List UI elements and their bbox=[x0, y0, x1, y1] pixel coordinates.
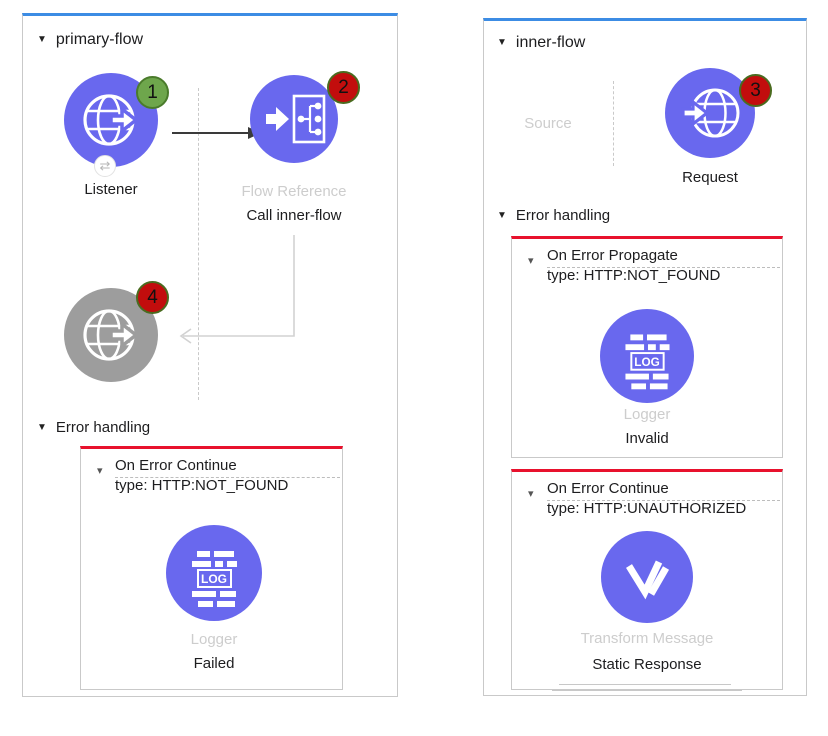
logger-name-caption: Failed bbox=[193, 655, 235, 672]
flow-header-primary: ▼ primary-flow bbox=[37, 31, 143, 49]
source-process-divider bbox=[613, 81, 614, 166]
logger-node[interactable]: LOG bbox=[600, 309, 694, 403]
logger-icon: LOG bbox=[625, 334, 670, 390]
listener-caption: Listener bbox=[84, 181, 138, 198]
flow-reference-name-caption: Call inner-flow bbox=[246, 207, 342, 224]
sequence-badge-2: 2 bbox=[327, 71, 360, 104]
transform-name-caption: Static Response bbox=[592, 656, 702, 673]
sequence-badge-4: 4 bbox=[136, 281, 169, 314]
disclosure-triangle-icon[interactable]: ▾ bbox=[97, 465, 103, 477]
exchange-icon: ⇄ bbox=[99, 158, 111, 173]
error-scope-name: On Error Continue bbox=[115, 457, 237, 474]
logger-type-caption: Logger bbox=[623, 406, 671, 423]
error-scope-type: type: HTTP:UNAUTHORIZED bbox=[547, 500, 747, 517]
sequence-badge-3: 3 bbox=[739, 74, 772, 107]
svg-text:LOG: LOG bbox=[634, 356, 659, 369]
logger-node[interactable]: LOG bbox=[166, 525, 262, 621]
message-flow-arrow-icon bbox=[172, 127, 261, 139]
source-placeholder-label: Source bbox=[524, 115, 572, 132]
error-scope-title: On Error Continue type: HTTP:UNAUTHORIZE… bbox=[547, 479, 746, 519]
transform-message-node[interactable] bbox=[601, 531, 693, 623]
http-globe-icon bbox=[83, 309, 139, 361]
exchange-bubble: ⇄ bbox=[94, 155, 116, 177]
disclosure-triangle-icon[interactable]: ▼ bbox=[37, 34, 47, 45]
transform-message-icon bbox=[626, 560, 670, 600]
error-handling-header-primary: ▼ Error handling bbox=[37, 419, 150, 436]
badge-number: 3 bbox=[750, 79, 761, 101]
flow-panel-primary[interactable]: ▼ primary-flow 1 ⇄ Listener bbox=[22, 13, 398, 697]
return-connector-icon bbox=[179, 235, 295, 344]
logger-name-caption: Invalid bbox=[625, 430, 669, 447]
title-dashed-underline bbox=[547, 500, 780, 501]
rename-underline bbox=[559, 684, 731, 685]
flow-title-inner: inner-flow bbox=[515, 34, 586, 51]
svg-text:LOG: LOG bbox=[201, 572, 227, 586]
error-handling-header-inner: ▼ Error handling bbox=[497, 207, 610, 224]
disclosure-triangle-icon[interactable]: ▼ bbox=[37, 421, 47, 433]
http-request-icon bbox=[681, 88, 740, 138]
title-dashed-underline bbox=[547, 267, 780, 268]
error-scope-type: type: HTTP:NOT_FOUND bbox=[547, 267, 721, 284]
disclosure-triangle-icon[interactable]: ▾ bbox=[528, 488, 534, 500]
error-scope-name: On Error Continue bbox=[547, 480, 669, 497]
on-error-continue-scope[interactable]: ▾ On Error Continue type: HTTP:UNAUTHORI… bbox=[511, 469, 783, 691]
sequence-badge-1: 1 bbox=[136, 76, 169, 109]
flow-reference-type-caption: Flow Reference bbox=[241, 183, 347, 200]
request-caption: Request bbox=[682, 169, 738, 186]
flow-header-inner: ▼ inner-flow bbox=[497, 34, 585, 52]
error-scope-title: On Error Propagate type: HTTP:NOT_FOUND bbox=[547, 246, 720, 286]
disclosure-triangle-icon[interactable]: ▼ bbox=[497, 209, 507, 221]
badge-number: 1 bbox=[147, 81, 158, 103]
error-scope-type: type: HTTP:NOT_FOUND bbox=[115, 477, 289, 494]
transform-type-caption: Transform Message bbox=[580, 630, 714, 647]
on-error-continue-scope[interactable]: ▾ On Error Continue type: HTTP:NOT_FOUND… bbox=[80, 446, 343, 690]
on-error-propagate-scope[interactable]: ▾ On Error Propagate type: HTTP:NOT_FOUN… bbox=[511, 236, 783, 458]
badge-number: 2 bbox=[338, 76, 349, 98]
flow-reference-node[interactable] bbox=[250, 75, 338, 163]
rename-underline bbox=[552, 690, 742, 691]
flow-panel-inner[interactable]: ▼ inner-flow Source 3 Request ▼ Error ha… bbox=[483, 18, 807, 696]
disclosure-triangle-icon[interactable]: ▼ bbox=[497, 37, 507, 48]
logger-type-caption: Logger bbox=[190, 631, 238, 648]
logger-icon: LOG bbox=[192, 551, 237, 607]
error-handling-label: Error handling bbox=[515, 207, 611, 224]
flow-title-primary: primary-flow bbox=[55, 31, 144, 48]
flow-reference-icon bbox=[266, 94, 326, 144]
source-process-divider bbox=[198, 88, 199, 400]
error-scope-name: On Error Propagate bbox=[547, 247, 678, 264]
error-handling-label: Error handling bbox=[55, 419, 151, 436]
disclosure-triangle-icon[interactable]: ▾ bbox=[528, 255, 534, 267]
http-listener-icon bbox=[83, 94, 139, 146]
badge-number: 4 bbox=[147, 286, 158, 308]
error-scope-title: On Error Continue type: HTTP:NOT_FOUND bbox=[115, 456, 288, 496]
title-dashed-underline bbox=[115, 477, 340, 478]
